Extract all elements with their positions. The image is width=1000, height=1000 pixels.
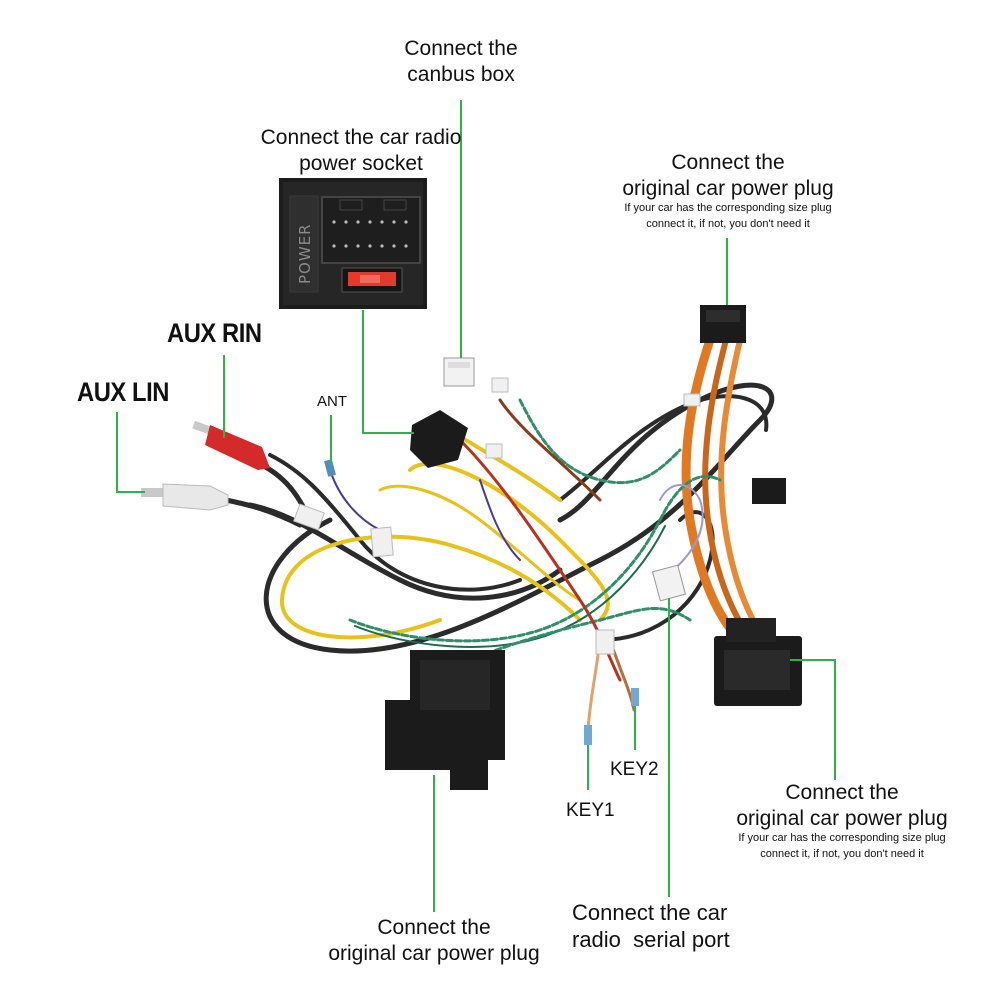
ant-connector [324,459,336,477]
power-top-line2: original car power plug [622,176,834,200]
label-radio-power: Connect the car radio power socket [226,125,496,176]
key1-pin [584,725,592,745]
serial-port-connector [651,564,687,602]
power-socket-inset: POWER [279,178,427,309]
label-serial: Connect the car radio serial port [572,900,762,954]
canbus-line2: canbus box [407,62,515,86]
label-power-bottom: Connect the original car power plug [310,915,558,966]
power-top-line1: Connect the [671,151,785,174]
label-key2: KEY2 [610,759,659,780]
top-car-power-connector [700,305,746,343]
right-car-power-connector [714,618,802,706]
power-bottom-line2: original car power plug [328,941,540,965]
callout-aux-lin [116,412,145,493]
power-right-line1: Connect the [785,781,899,804]
label-key1: KEY1 [566,800,615,821]
label-aux-lin: AUX LIN [77,377,169,407]
cable-tags [293,377,701,655]
aux-rin-rca-plug [192,420,270,470]
key2-pin [631,688,639,706]
power-bottom-line1: Connect the [377,916,491,939]
power-top-note1: If your car has the corresponding size p… [624,202,832,215]
radio-power-line2: power socket [299,151,423,175]
power-top-note2: connect it, if not, you don't need it [646,218,810,231]
power-right-line2: original car power plug [736,806,948,830]
bottom-car-power-connector [385,650,505,790]
power-inset-text: POWER [296,223,314,284]
serial-line2: radio serial port [572,926,730,952]
label-aux-rin: AUX RIN [167,318,262,348]
canbus-connector [443,357,475,387]
radio-power-connector [410,410,468,468]
small-black-connector [752,478,786,504]
power-right-note1: If your car has the corresponding size p… [738,832,946,845]
serial-line1: Connect the car [572,900,728,925]
callout-radio-power [362,310,414,434]
label-canbus: Connect the canbus box [381,36,541,87]
label-ant: ANT [317,393,347,410]
radio-power-line1: Connect the car radio [260,126,462,149]
label-power-right: Connect the original car power plug If y… [714,780,970,863]
callout-lines [116,100,836,912]
callout-power-right [790,659,836,780]
aux-lin-rca-plug [141,483,229,511]
canbus-line1: Connect the [404,37,518,60]
label-power-top: Connect the original car power plug If y… [590,150,866,233]
power-right-note2: connect it, if not, you don't need it [760,848,924,861]
